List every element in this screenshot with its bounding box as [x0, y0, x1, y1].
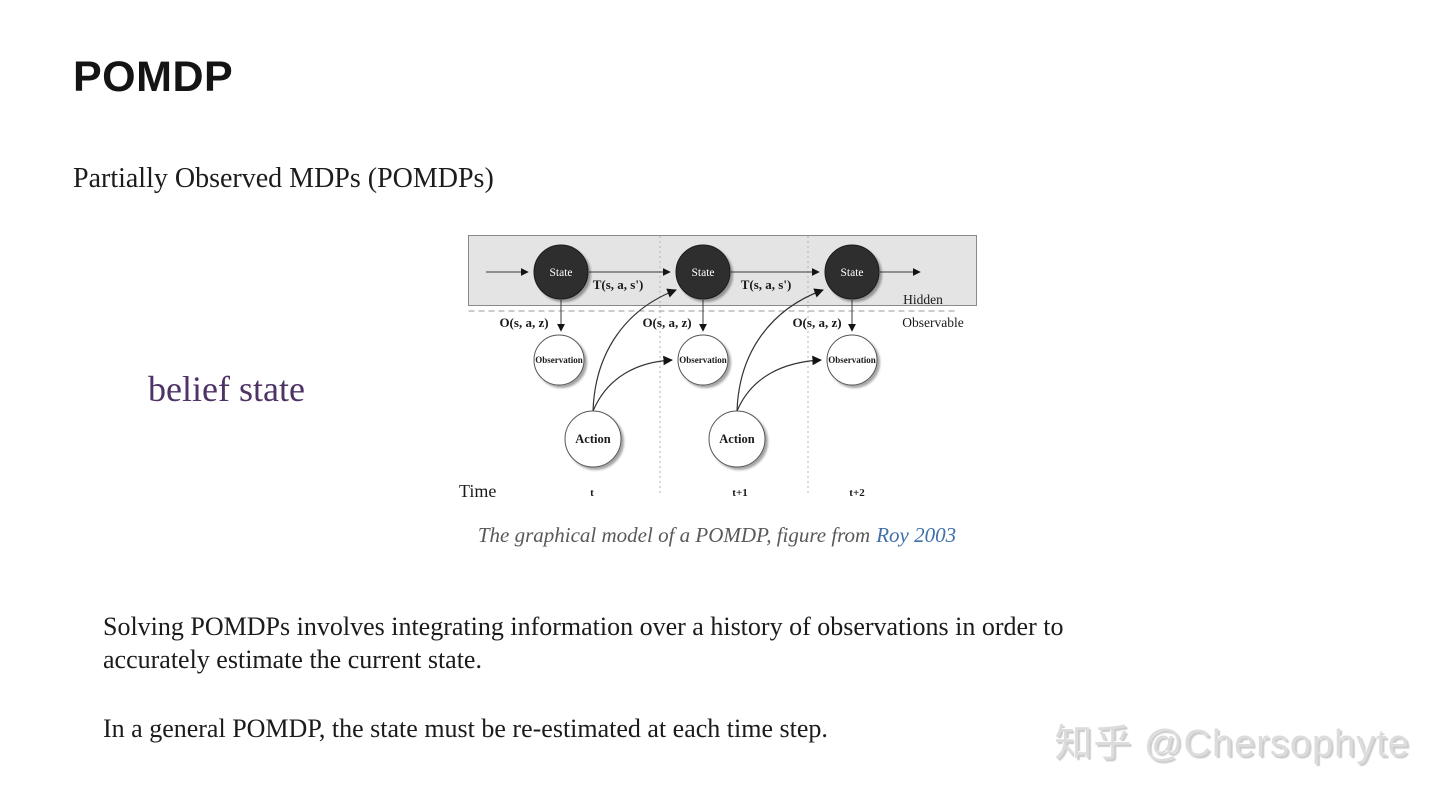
action-node-1-label: Action	[575, 432, 610, 446]
figure-caption-text: The graphical model of a POMDP, figure f…	[477, 523, 871, 547]
state-node-3-label: State	[841, 267, 864, 279]
transition-label-2: T(s, a, s')	[741, 277, 792, 292]
action1-to-observation2-arrow	[592, 355, 673, 412]
time-step-t1: t+1	[732, 487, 747, 499]
observation-node-2	[677, 334, 729, 386]
observation-node-1-label: Observation	[535, 355, 583, 365]
action1-to-state2-arrow	[592, 288, 677, 412]
pomdp-graphical-model-figure: State State State Observation Observatio…	[458, 234, 978, 500]
transition-label-1: T(s, a, s')	[593, 277, 644, 292]
observation-node-3	[826, 334, 878, 386]
observation-node-3-label: Observation	[828, 355, 876, 365]
action-node-1	[564, 410, 622, 468]
action-node-2-label: Action	[719, 432, 754, 446]
observation-node-1	[533, 334, 585, 386]
observation-fn-label-1: O(s, a, z)	[499, 315, 548, 330]
body-paragraph-2: In a general POMDP, the state must be re…	[103, 714, 828, 743]
time-step-t: t	[590, 487, 594, 499]
observable-band-label: Observable	[902, 315, 963, 330]
time-step-t2: t+2	[849, 487, 865, 499]
observation-node-2-label: Observation	[679, 355, 727, 365]
belief-state-label: belief state	[148, 369, 305, 409]
state-node-2	[675, 244, 731, 300]
action-node-2	[708, 410, 766, 468]
zhihu-watermark: 知乎 @Chersophyte	[1054, 723, 1410, 765]
state-node-3	[824, 244, 880, 300]
figure-caption: The graphical model of a POMDP, figure f…	[417, 523, 1017, 548]
pomdp-diagram: State State State Observation Observatio…	[459, 235, 977, 500]
observation-fn-label-3: O(s, a, z)	[792, 315, 841, 330]
state-node-1	[533, 244, 589, 300]
action2-to-state3-arrow	[736, 288, 824, 412]
action2-to-observation3-arrow	[736, 355, 822, 412]
state-node-1-label: State	[550, 267, 573, 279]
hidden-band-label: Hidden	[903, 292, 943, 307]
time-axis-label: Time	[459, 481, 496, 500]
body-paragraph-1: Solving POMDPs involves integrating info…	[103, 612, 1064, 674]
observation-fn-label-2: O(s, a, z)	[642, 315, 691, 330]
roy-2003-link[interactable]: Roy 2003	[876, 523, 957, 547]
slide-subtitle: Partially Observed MDPs (POMDPs)	[73, 163, 494, 194]
page-title: POMDP	[73, 53, 234, 101]
body-text: Solving POMDPs involves integrating info…	[103, 610, 1088, 745]
state-node-2-label: State	[692, 267, 715, 279]
